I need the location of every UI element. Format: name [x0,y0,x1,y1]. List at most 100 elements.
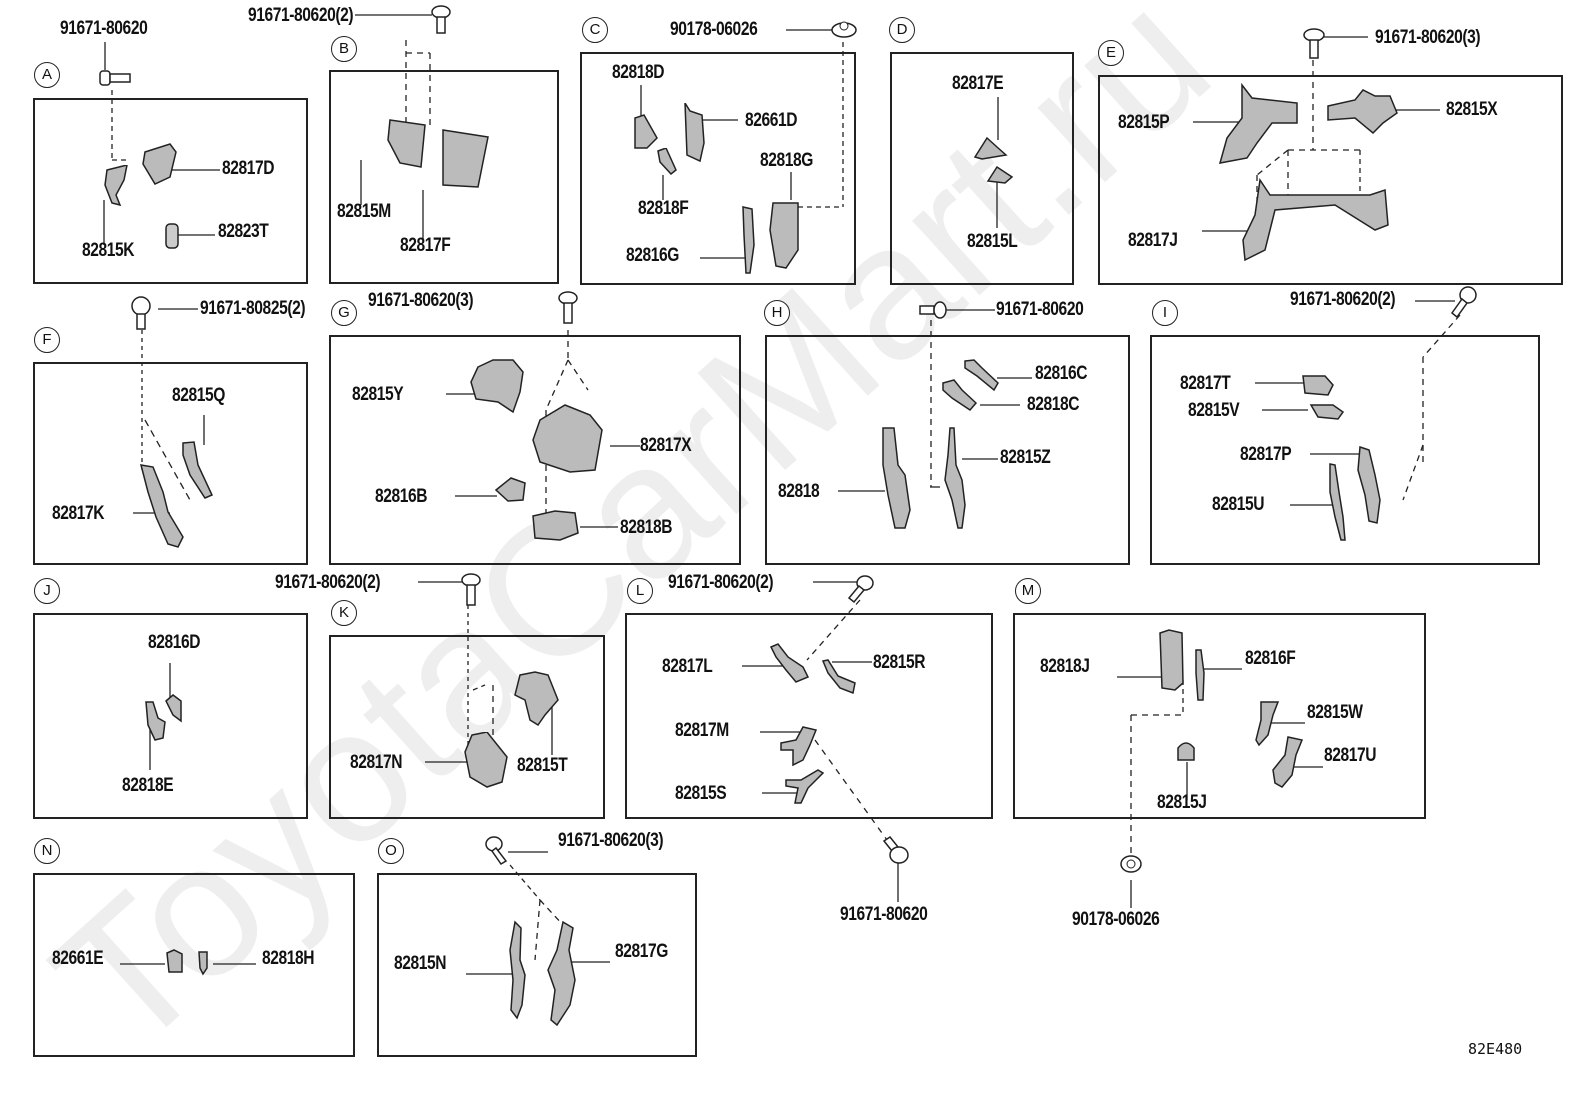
part-82817E-label[interactable]: 82817E [952,73,1004,94]
part-82817K-shape[interactable] [138,462,193,552]
part-82817U-shape[interactable] [1270,735,1305,790]
part-82823T-shape[interactable] [164,222,180,252]
part-82815J-shape[interactable] [1173,738,1199,764]
part-82818F-label[interactable]: 82818F [638,198,689,219]
part-82815M-label[interactable]: 82815M [337,201,391,222]
part-82817X-label[interactable]: 82817X [640,435,692,456]
part-82817L-label[interactable]: 82817L [662,656,713,677]
part-82816F-shape[interactable] [1193,648,1207,703]
part-82817K-label[interactable]: 82817K [52,503,105,524]
group-F-fastener-label[interactable]: 91671-80825(2) [200,298,306,319]
part-82816B-shape[interactable] [493,475,528,505]
part-82817T-shape[interactable] [1300,373,1336,397]
part-82817U-label[interactable]: 82817U [1324,745,1377,766]
part-82815K-shape[interactable] [102,165,132,210]
part-82815Z-label[interactable]: 82815Z [1000,447,1051,468]
part-82815X-shape[interactable] [1325,88,1400,138]
part-82815L-shape[interactable] [985,165,1015,185]
part-82818-shape[interactable] [880,425,915,530]
group-G-fastener-label[interactable]: 91671-80620(3) [368,290,474,311]
part-82818J-label[interactable]: 82818J [1040,656,1090,677]
part-82816C-shape[interactable] [962,358,1002,393]
group-A-fastener-label[interactable]: 91671-80620 [60,18,148,39]
group-E-fastener-label[interactable]: 91671-80620(3) [1375,27,1481,48]
part-82818H-label[interactable]: 82818H [262,948,315,969]
part-82815T-label[interactable]: 82815T [517,755,568,776]
group-H-fastener-label[interactable]: 91671-80620 [996,299,1084,320]
part-82818-label[interactable]: 82818 [778,481,820,502]
part-82817F-shape[interactable] [438,125,493,190]
part-82815V-label[interactable]: 82815V [1188,400,1240,421]
part-82815W-shape[interactable] [1253,700,1283,750]
part-82817D-label[interactable]: 82817D [222,158,275,179]
part-82815M-shape[interactable] [385,115,430,170]
part-82823T-label[interactable]: 82823T [218,221,269,242]
part-82816D-label[interactable]: 82816D [148,632,201,653]
part-82818G-shape[interactable] [768,200,803,270]
part-82818C-label[interactable]: 82818C [1027,394,1080,415]
part-82818D-label[interactable]: 82818D [612,62,665,83]
part-82817J-label[interactable]: 82817J [1128,230,1178,251]
part-82815W-label[interactable]: 82815W [1307,702,1363,723]
part-82816D-shape[interactable] [163,693,185,723]
part-82817X-shape[interactable] [530,400,605,475]
part-82815V-shape[interactable] [1308,402,1346,422]
part-82817G-label[interactable]: 82817G [615,941,668,962]
group-L-fastener-2-label[interactable]: 91671-80620 [840,904,928,925]
part-82816G-shape[interactable] [740,205,758,275]
part-82815Z-shape[interactable] [940,425,970,530]
part-82818B-shape[interactable] [530,508,580,543]
part-82815P-label[interactable]: 82815P [1118,112,1170,133]
part-82815R-shape[interactable] [820,658,860,698]
part-82816G-label[interactable]: 82816G [626,245,679,266]
part-82817J-shape[interactable] [1240,175,1390,265]
part-82815S-shape[interactable] [783,768,828,808]
part-82815T-shape[interactable] [510,670,560,730]
part-82817T-label[interactable]: 82817T [1180,373,1231,394]
part-82815J-label[interactable]: 82815J [1157,792,1207,813]
part-82817N-shape[interactable] [462,732,512,792]
group-B-fastener-label[interactable]: 91671-80620(2) [248,5,354,26]
group-L-fastener-label[interactable]: 91671-80620(2) [668,572,774,593]
part-82815R-label[interactable]: 82815R [873,652,926,673]
part-82815U-shape[interactable] [1325,462,1350,542]
part-82661D-shape[interactable] [682,103,708,165]
group-M-fastener-label[interactable]: 90178-06026 [1072,909,1160,930]
part-82815U-label[interactable]: 82815U [1212,494,1265,515]
part-82817L-shape[interactable] [768,642,813,687]
part-82815L-label[interactable]: 82815L [967,231,1018,252]
part-82817P-shape[interactable] [1355,445,1385,525]
part-82815K-label[interactable]: 82815K [82,240,135,261]
part-82818F-shape[interactable] [656,148,678,176]
part-82817M-shape[interactable] [778,725,823,770]
part-82818E-label[interactable]: 82818E [122,775,174,796]
part-82815N-shape[interactable] [505,920,530,1020]
part-82817G-shape[interactable] [545,920,580,1030]
group-K-fastener-label[interactable]: 91671-80620(2) [275,572,381,593]
part-82818E-shape[interactable] [143,700,168,742]
part-82815X-label[interactable]: 82815X [1446,99,1498,120]
part-82815Y-label[interactable]: 82815Y [352,384,404,405]
part-82818H-shape[interactable] [197,950,211,976]
part-82661E-shape[interactable] [164,948,186,976]
part-82817P-label[interactable]: 82817P [1240,444,1292,465]
part-82815S-label[interactable]: 82815S [675,783,727,804]
part-82818C-shape[interactable] [940,378,980,413]
part-82818D-shape[interactable] [632,113,662,153]
group-O-fastener-label[interactable]: 91671-80620(3) [558,830,664,851]
part-82816B-label[interactable]: 82816B [375,486,428,507]
part-82816F-label[interactable]: 82816F [1245,648,1296,669]
part-82817F-label[interactable]: 82817F [400,235,451,256]
part-82817D-shape[interactable] [140,142,180,192]
part-82818G-label[interactable]: 82818G [760,150,813,171]
part-82661D-label[interactable]: 82661D [745,110,798,131]
part-82817E-shape[interactable] [972,135,1008,161]
part-82815Y-shape[interactable] [468,357,528,417]
part-82815Q-shape[interactable] [180,440,215,500]
group-C-fastener-label[interactable]: 90178-06026 [670,19,758,40]
part-82815N-label[interactable]: 82815N [394,953,447,974]
part-82818B-label[interactable]: 82818B [620,517,673,538]
part-82661E-label[interactable]: 82661E [52,948,104,969]
part-82816C-label[interactable]: 82816C [1035,363,1088,384]
part-82818J-shape[interactable] [1157,628,1187,693]
